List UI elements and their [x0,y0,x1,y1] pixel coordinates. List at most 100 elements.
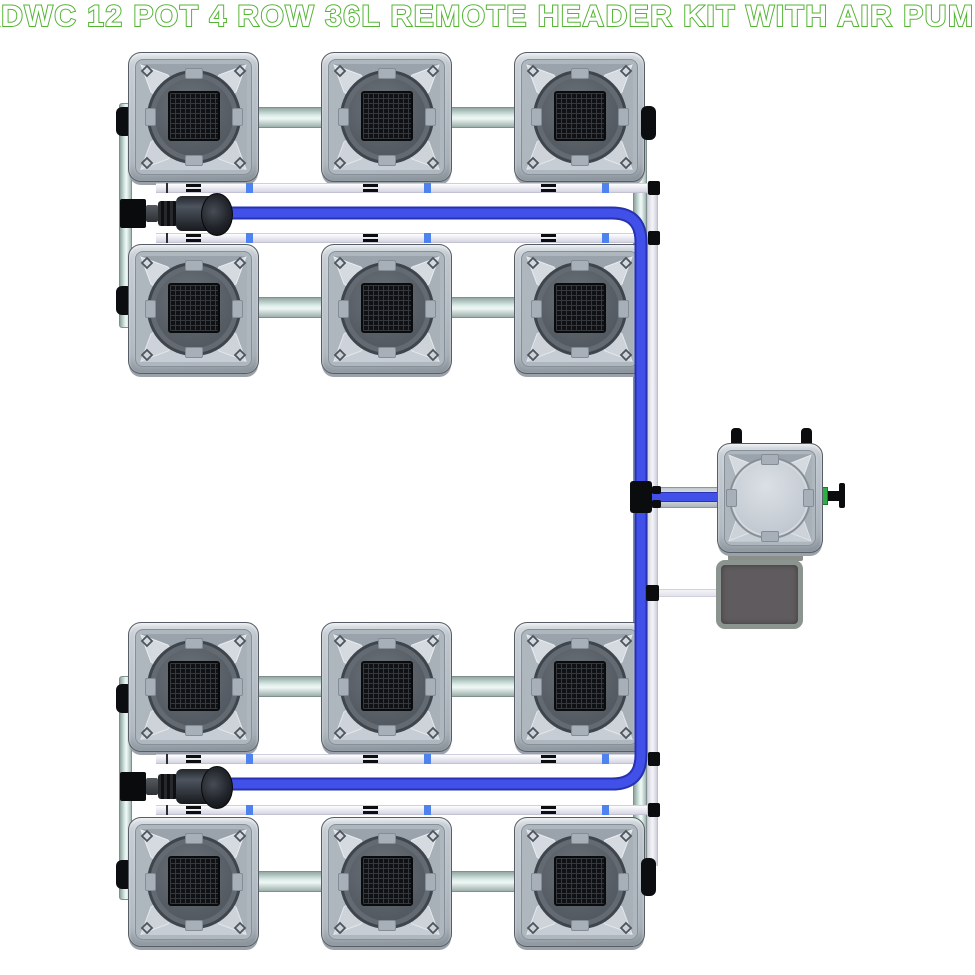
air-tube-fitting [646,585,659,601]
net-pot-rim [530,638,629,736]
net-pot-mesh [553,661,606,711]
pipe-mark [363,755,378,763]
pipe-mark [541,184,556,192]
pipe-mark [363,234,378,242]
rim-tab [184,68,203,79]
manifold-pipe [156,805,656,815]
pipe-joint [424,754,431,764]
tank-post [801,428,812,446]
pot-lid-panel [135,251,252,367]
pot-lid-panel [328,251,445,367]
pump-impeller-housing [201,766,233,809]
pipe-mark [166,754,168,764]
pipe-mark [363,184,378,192]
rim-tab [570,68,589,79]
rim-tab [570,347,589,358]
pot [128,52,259,182]
pot [128,244,259,374]
pipe-mark [186,184,201,192]
pot-link-pipe [445,871,523,892]
rim-tab [144,300,156,318]
rim-tab [803,489,814,507]
tank-valve-stub [828,491,841,501]
pot [514,52,645,182]
manifold-pipe [156,183,656,193]
rim-tab [377,725,396,736]
net-pot-mesh [553,856,606,906]
net-pot-rim [530,833,629,931]
net-pot-rim [144,638,243,736]
pipe-joint [602,805,609,815]
pump-barb [146,205,158,222]
air-pump [716,560,803,629]
rim-tab [231,108,243,126]
rim-tab [424,678,436,696]
water-pump [120,766,233,814]
pipe-end-cap [641,106,656,140]
pipe-joint [246,754,253,764]
rim-tab [377,638,396,649]
rim-tab [184,920,203,931]
rim-tab [337,678,349,696]
pipe-mark [186,755,201,763]
pot [321,622,452,752]
rim-tab [617,678,629,696]
rim-tab [184,638,203,649]
water-pump [120,193,233,241]
rim-tab [184,260,203,271]
pot-lid-panel [328,824,445,940]
rim-tab [530,108,542,126]
pipe-mark [541,806,556,814]
pot-lid-panel [521,251,638,367]
net-pot-rim [337,68,436,166]
net-pot-mesh [360,283,413,333]
pot-lid-panel [521,59,638,175]
rim-tab [570,833,589,844]
pot [321,52,452,182]
net-pot-mesh [167,91,220,141]
right-manifold-drop [647,183,658,866]
tee-fitting [630,481,652,513]
pipe-joint [424,183,431,193]
rim-tab [377,260,396,271]
rim-tab [570,920,589,931]
pot-link-pipe [445,107,523,128]
tee-clamp [652,486,661,494]
rim-tab [184,347,203,358]
net-pot-mesh [167,856,220,906]
pump-pipe-fitting [120,772,146,801]
pot [321,817,452,947]
pot-link-pipe [252,107,330,128]
pot [128,817,259,947]
pipe-mark [166,805,168,815]
pipe-joint [424,233,431,243]
tank-base-shadow [728,554,803,561]
pipe-joint [246,233,253,243]
tank-valve-bar [839,483,845,508]
pipe-fitting [648,231,660,245]
net-pot-mesh [553,283,606,333]
pipe-joint [602,183,609,193]
net-pot-mesh [360,856,413,906]
rim-tab [144,678,156,696]
net-pot-rim [144,260,243,358]
pipe-joint [246,183,253,193]
pipe-joint [246,805,253,815]
net-pot-rim [337,260,436,358]
rim-tab [337,873,349,891]
net-pot-mesh [553,91,606,141]
rim-tab [530,300,542,318]
net-pot-mesh [167,661,220,711]
net-pot-rim [337,638,436,736]
pipe-mark [186,234,201,242]
pot-link-pipe [252,871,330,892]
rim-tab [184,155,203,166]
pot-link-pipe [445,676,523,697]
net-pot-mesh [167,283,220,333]
rim-tab [231,678,243,696]
pot-lid-panel [328,629,445,745]
rim-tab [377,155,396,166]
rim-tab [184,725,203,736]
pipe-end-cap [641,858,656,896]
